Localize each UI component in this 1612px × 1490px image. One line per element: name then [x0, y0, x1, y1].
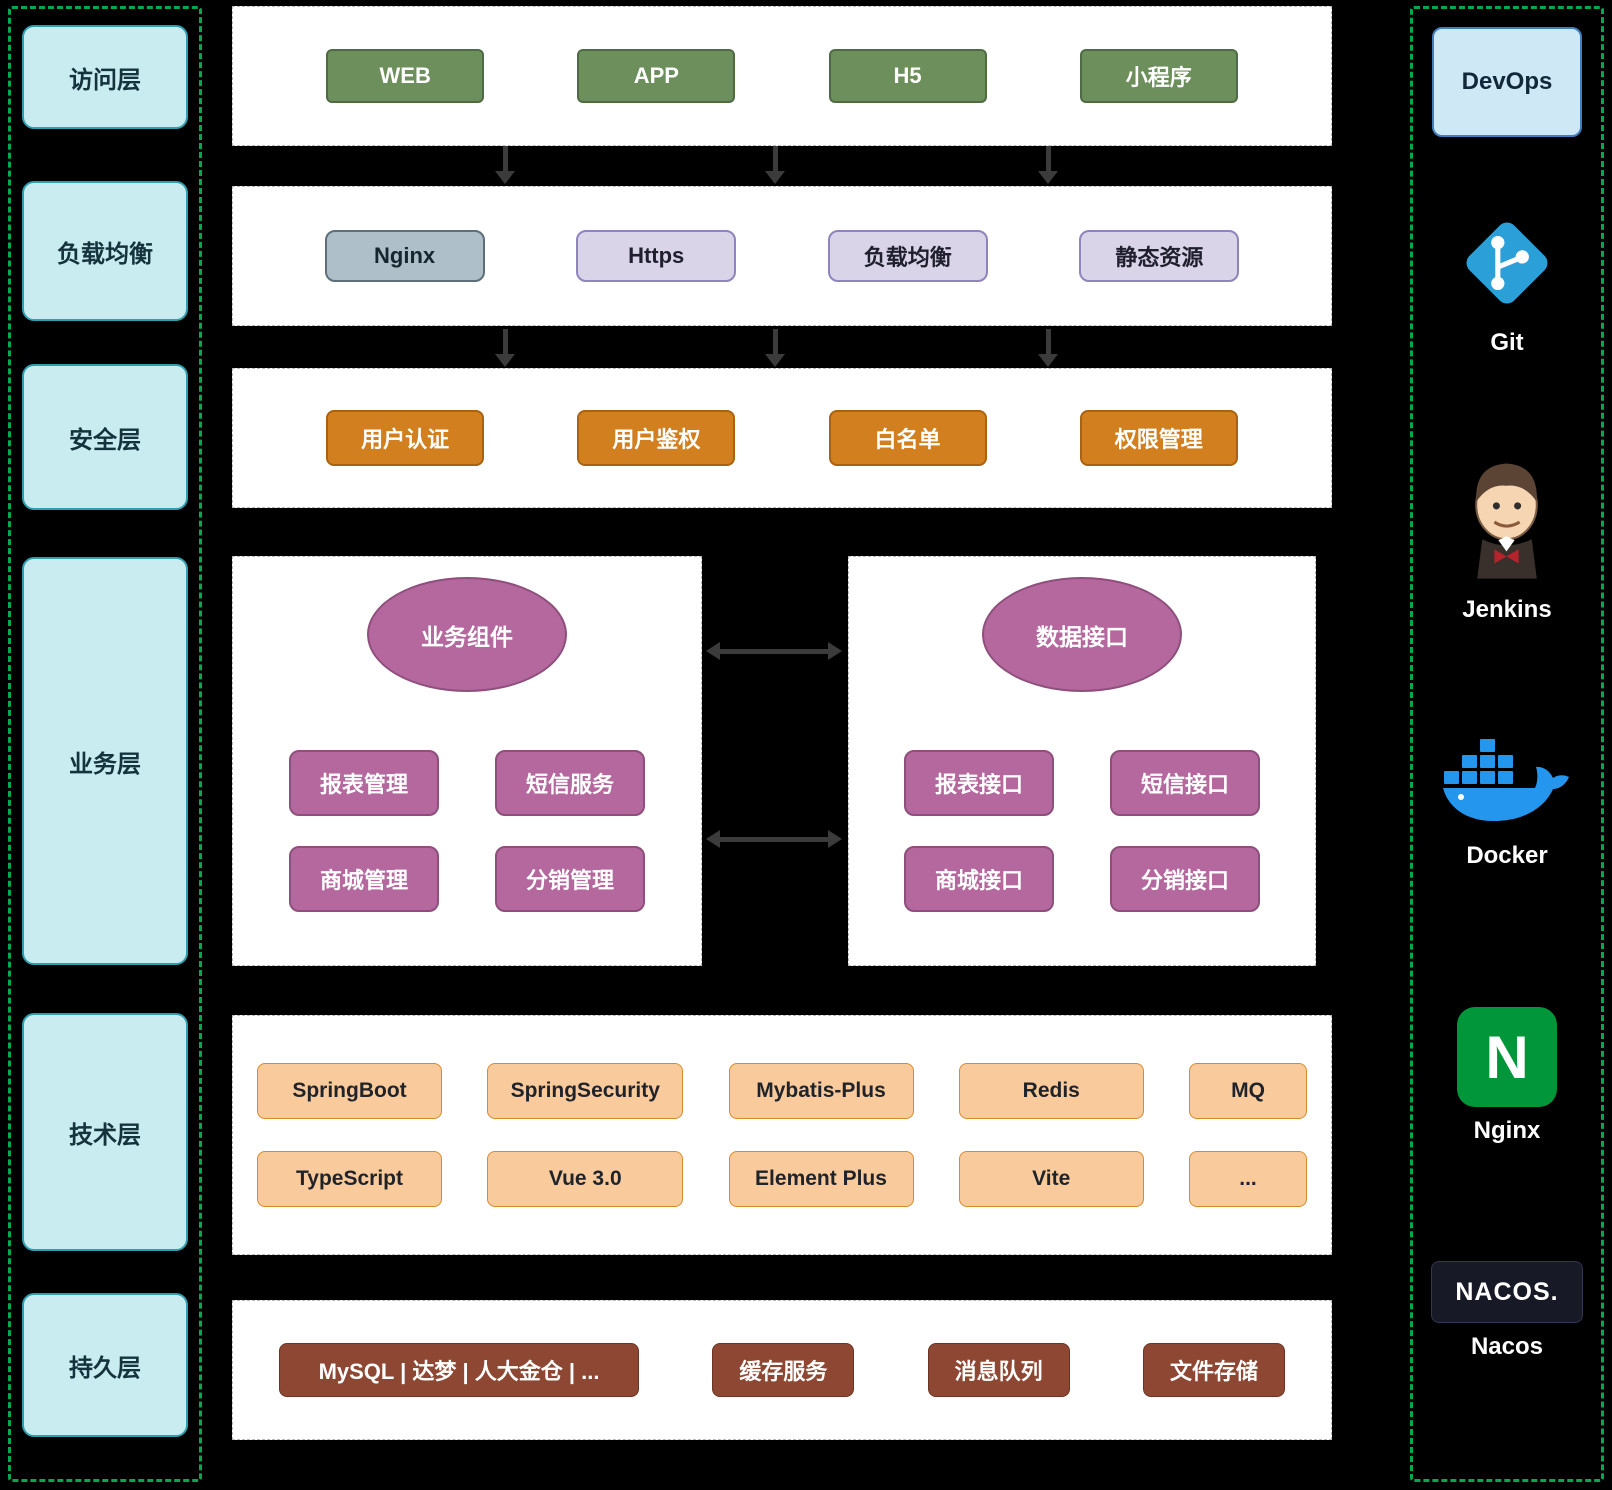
git-icon	[1456, 212, 1558, 319]
node-mybatis-plus: Mybatis-Plus	[728, 1062, 914, 1119]
node-message-queue: 消息队列	[927, 1343, 1070, 1397]
jenkins-icon	[1454, 449, 1560, 586]
load-balance-row: Nginx Https 负载均衡 静态资源	[232, 186, 1332, 326]
tool-nacos: NACOS. Nacos	[1413, 1261, 1601, 1361]
devops-title: DevOps	[1432, 27, 1582, 137]
node-springboot: SpringBoot	[257, 1062, 442, 1119]
persistence-row: MySQL | 达梦 | 人大金仓 | ... 缓存服务 消息队列 文件存储	[232, 1300, 1332, 1440]
tech-row: SpringBoot SpringSecurity Mybatis-Plus R…	[232, 1015, 1332, 1255]
nginx-icon: N	[1457, 1007, 1557, 1107]
node-distribution-api: 分销接口	[1110, 846, 1260, 912]
node-miniprogram: 小程序	[1079, 49, 1238, 103]
node-springsecurity: SpringSecurity	[487, 1062, 684, 1119]
security-row: 用户认证 用户鉴权 白名单 权限管理	[232, 368, 1332, 508]
layer-business: 业务层	[22, 557, 188, 965]
down-arrow-icon	[764, 146, 786, 184]
node-user-auth: 用户认证	[326, 410, 485, 466]
tool-jenkins: Jenkins	[1413, 449, 1601, 624]
tool-label-docker: Docker	[1466, 842, 1548, 869]
data-interface-title: 数据接口	[982, 577, 1182, 692]
node-sms-service: 短信服务	[495, 750, 645, 816]
nacos-logo: NACOS.	[1431, 1261, 1583, 1323]
node-vue3: Vue 3.0	[487, 1151, 684, 1208]
business-components-panel: 业务组件 报表管理 短信服务 商城管理 分销管理	[232, 556, 702, 966]
node-databases: MySQL | 达梦 | 人大金仓 | ...	[279, 1343, 639, 1397]
layer-load-balance: 负载均衡	[22, 181, 188, 321]
devops-sidebar: DevOps Git	[1410, 6, 1604, 1482]
node-user-authz: 用户鉴权	[577, 410, 736, 466]
tool-nginx: N Nginx	[1413, 1007, 1601, 1145]
node-typescript: TypeScript	[257, 1151, 442, 1208]
down-arrow-icon	[494, 329, 516, 367]
node-app: APP	[577, 49, 736, 103]
node-file-storage: 文件存储	[1142, 1343, 1285, 1397]
node-web: WEB	[326, 49, 485, 103]
tool-label-jenkins: Jenkins	[1462, 596, 1552, 623]
node-https: Https	[576, 230, 737, 282]
tool-label-git: Git	[1490, 329, 1524, 356]
node-load-balancing: 负载均衡	[827, 230, 988, 282]
node-static-assets: 静态资源	[1079, 230, 1240, 282]
double-arrow-icon	[706, 642, 842, 660]
node-distribution-mgmt: 分销管理	[495, 846, 645, 912]
layer-sidebar: 访问层 负载均衡 安全层 业务层 技术层 持久层	[8, 6, 202, 1482]
layer-persistence: 持久层	[22, 1293, 188, 1437]
node-whitelist: 白名单	[828, 410, 987, 466]
layer-tech: 技术层	[22, 1013, 188, 1251]
node-cache-service: 缓存服务	[712, 1343, 855, 1397]
down-arrow-icon	[764, 329, 786, 367]
down-arrow-icon	[1037, 146, 1059, 184]
node-sms-api: 短信接口	[1110, 750, 1260, 816]
node-permission-mgmt: 权限管理	[1079, 410, 1238, 466]
node-mall-mgmt: 商城管理	[289, 846, 439, 912]
tool-label-nginx: Nginx	[1473, 1117, 1541, 1144]
node-h5: H5	[828, 49, 987, 103]
business-components-title: 业务组件	[367, 577, 567, 692]
node-mall-api: 商城接口	[904, 846, 1054, 912]
tech-line-frontend: TypeScript Vue 3.0 Element Plus Vite ...	[257, 1151, 1307, 1208]
layer-security: 安全层	[22, 364, 188, 510]
node-mq: MQ	[1189, 1062, 1307, 1119]
tool-git: Git	[1413, 212, 1601, 357]
node-element-plus: Element Plus	[728, 1151, 914, 1208]
docker-icon	[1439, 731, 1575, 832]
node-nginx: Nginx	[324, 230, 485, 282]
tool-label-nacos: Nacos	[1470, 1333, 1544, 1360]
down-arrow-icon	[1037, 329, 1059, 367]
layer-access: 访问层	[22, 25, 188, 129]
node-report-api: 报表接口	[904, 750, 1054, 816]
node-report-mgmt: 报表管理	[289, 750, 439, 816]
tool-docker: Docker	[1413, 731, 1601, 870]
node-more: ...	[1189, 1151, 1307, 1208]
node-redis: Redis	[958, 1062, 1144, 1119]
node-vite: Vite	[958, 1151, 1144, 1208]
tech-line-backend: SpringBoot SpringSecurity Mybatis-Plus R…	[257, 1062, 1307, 1119]
double-arrow-icon	[706, 830, 842, 848]
down-arrow-icon	[494, 146, 516, 184]
access-row: WEB APP H5 小程序	[232, 6, 1332, 146]
data-interface-panel: 数据接口 报表接口 短信接口 商城接口 分销接口	[848, 556, 1316, 966]
